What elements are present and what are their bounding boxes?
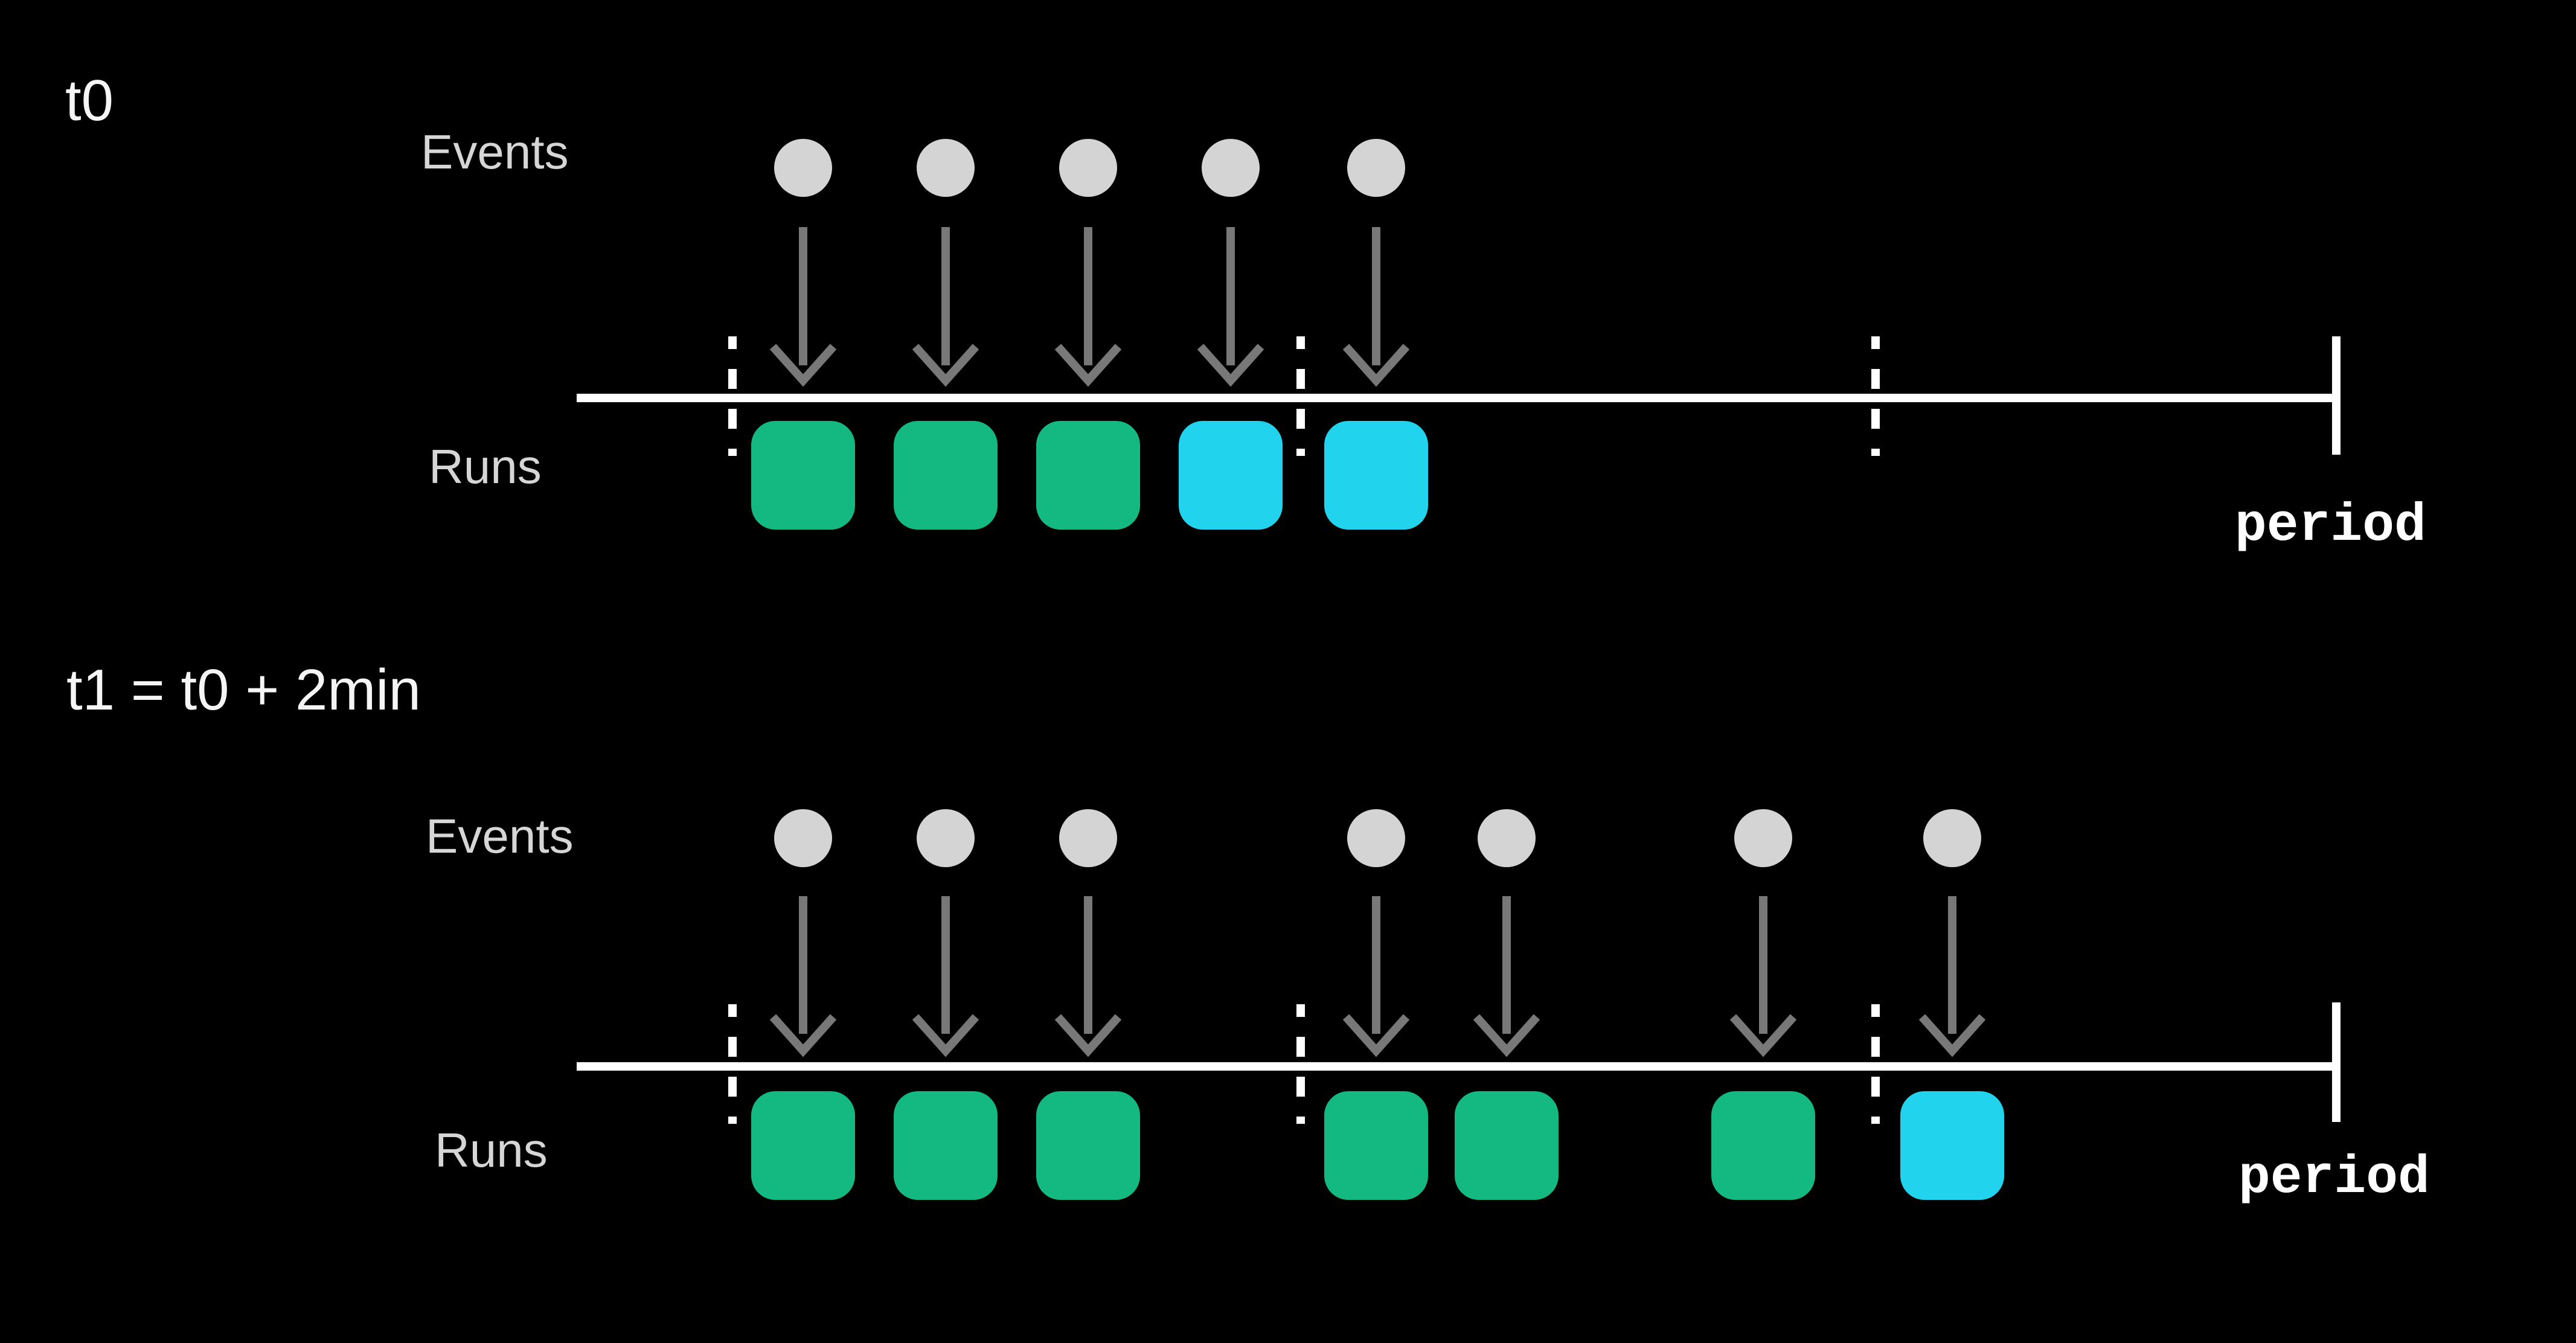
section-t1-graphics <box>577 809 2341 1200</box>
event-dot <box>1202 139 1260 197</box>
run-square <box>1179 421 1283 530</box>
runs-row-label-t0: Runs <box>429 440 542 493</box>
section-t0-graphics <box>577 139 2341 530</box>
event-dot <box>1923 809 1981 867</box>
event-arrow-head-icon <box>912 344 979 387</box>
event-dot <box>917 809 975 867</box>
event-dot <box>774 809 832 867</box>
run-square <box>1455 1091 1559 1200</box>
event-dot <box>1059 809 1117 867</box>
events-row-label-t0: Events <box>421 125 569 179</box>
run-square <box>894 421 998 530</box>
run-square <box>1711 1091 1815 1200</box>
event-arrow-head-icon <box>1918 1014 1986 1057</box>
event-dot <box>1347 809 1405 867</box>
run-square <box>1036 1091 1140 1200</box>
event-arrow-head-icon <box>769 1014 837 1057</box>
run-square <box>751 1091 855 1200</box>
event-dot <box>1478 809 1536 867</box>
event-dot <box>1347 139 1405 197</box>
run-square <box>1036 421 1140 530</box>
section-t0-title: t0 <box>65 68 114 133</box>
section-t1-title: t1 = t0 + 2min <box>66 658 421 722</box>
event-arrow-head-icon <box>1342 344 1410 387</box>
event-dot <box>917 139 975 197</box>
event-arrow-head-icon <box>912 1014 979 1057</box>
event-dot <box>1734 809 1792 867</box>
period-label-t1: period <box>2238 1149 2430 1208</box>
event-arrow-head-icon <box>1197 344 1264 387</box>
event-arrow-head-icon <box>1054 1014 1122 1057</box>
event-arrow-head-icon <box>769 344 837 387</box>
run-square <box>894 1091 998 1200</box>
run-square <box>1324 1091 1428 1200</box>
event-arrow-head-icon <box>1473 1014 1540 1057</box>
event-arrow-head-icon <box>1729 1014 1797 1057</box>
event-arrow-head-icon <box>1054 344 1122 387</box>
run-square <box>1324 421 1428 530</box>
events-row-label-t1: Events <box>426 809 574 863</box>
event-dot <box>1059 139 1117 197</box>
run-square <box>751 421 855 530</box>
period-label-t0: period <box>2235 496 2426 556</box>
event-arrow-head-icon <box>1342 1014 1410 1057</box>
run-square <box>1900 1091 2004 1200</box>
event-dot <box>774 139 832 197</box>
runs-row-label-t1: Runs <box>435 1123 548 1177</box>
